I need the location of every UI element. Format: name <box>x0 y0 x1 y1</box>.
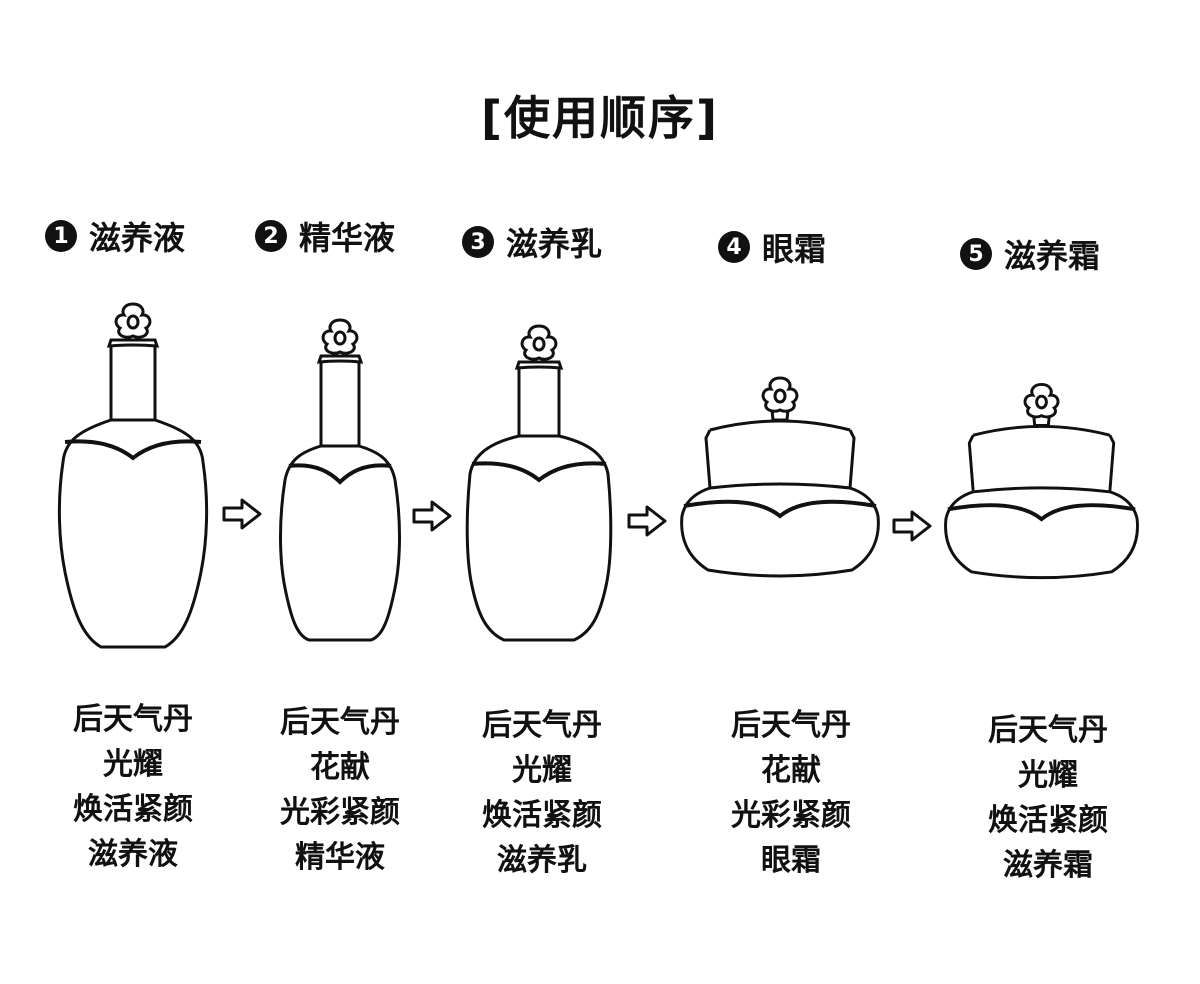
step-name: 滋养霜 <box>1004 237 1101 275</box>
right-arrow-icon <box>627 505 667 537</box>
step-4: 4 眼霜 后天气丹 花献 光彩紧颜 眼霜 <box>680 223 938 878</box>
desc-line: 花献 <box>310 750 370 785</box>
cream-jar-icon <box>680 376 880 578</box>
desc-line: 光彩紧颜 <box>280 795 400 830</box>
step-3: 3 滋养乳 后天气丹 光耀 焕活紧颜 滋养乳 <box>462 218 682 878</box>
desc-line: 焕活紧颜 <box>988 803 1108 838</box>
step-number-badge: 1 <box>45 220 77 252</box>
step-number-badge: 4 <box>718 231 750 263</box>
desc-line: 后天气丹 <box>731 708 851 743</box>
desc-line: 光耀 <box>512 753 572 788</box>
desc-line: 滋养霜 <box>1003 848 1093 883</box>
desc-line: 后天气丹 <box>73 702 193 737</box>
desc-line: 焕活紧颜 <box>482 798 602 833</box>
step-name: 精华液 <box>299 219 396 257</box>
step-2: 2 精华液 后天气丹 花献 光彩紧颜 精华液 <box>255 212 475 875</box>
desc-line: 眼霜 <box>761 843 821 878</box>
step-name: 滋养液 <box>89 219 186 257</box>
step-number-badge: 5 <box>960 238 992 270</box>
step-header: 5 滋养霜 <box>960 230 1100 278</box>
tall-bottle-icon <box>57 302 209 649</box>
step-number-badge: 2 <box>255 220 287 252</box>
desc-line: 焕活紧颜 <box>73 792 193 827</box>
step-header: 2 精华液 <box>255 212 395 260</box>
right-arrow-icon <box>892 510 932 542</box>
step-name: 眼霜 <box>762 230 827 268</box>
round-bottle-icon <box>465 324 613 642</box>
desc-line: 后天气丹 <box>280 705 400 740</box>
step-header: 4 眼霜 <box>718 223 826 271</box>
step-description: 后天气丹 花献 光彩紧颜 精华液 <box>230 700 450 880</box>
desc-line: 后天气丹 <box>988 713 1108 748</box>
step-description: 后天气丹 花献 光彩紧颜 眼霜 <box>681 703 901 883</box>
right-arrow-icon <box>222 498 262 530</box>
desc-line: 光彩紧颜 <box>731 798 851 833</box>
desc-line: 花献 <box>761 753 821 788</box>
step-header: 3 滋养乳 <box>462 218 602 266</box>
desc-line: 光耀 <box>103 747 163 782</box>
step-1: 1 滋养液 后天气丹 光耀 焕活紧颜 滋养液 <box>45 212 265 872</box>
right-arrow-icon <box>412 500 452 532</box>
page-title: [使用顺序] <box>480 91 720 145</box>
desc-line: 光耀 <box>1018 758 1078 793</box>
step-description: 后天气丹 光耀 焕活紧颜 滋养乳 <box>432 703 652 883</box>
step-description: 后天气丹 光耀 焕活紧颜 滋养霜 <box>938 708 1158 888</box>
step-header: 1 滋养液 <box>45 212 185 260</box>
step-description: 后天气丹 光耀 焕活紧颜 滋养液 <box>23 697 243 877</box>
desc-line: 后天气丹 <box>482 708 602 743</box>
step-5: 5 滋养霜 后天气丹 光耀 焕活紧颜 滋养霜 <box>944 230 1180 883</box>
step-number-badge: 3 <box>462 226 494 258</box>
slim-bottle-icon <box>279 318 401 642</box>
desc-line: 滋养乳 <box>497 843 587 878</box>
step-name: 滋养乳 <box>506 225 603 263</box>
cream-jar-icon <box>944 382 1139 580</box>
desc-line: 精华液 <box>295 840 385 875</box>
desc-line: 滋养液 <box>88 837 178 872</box>
